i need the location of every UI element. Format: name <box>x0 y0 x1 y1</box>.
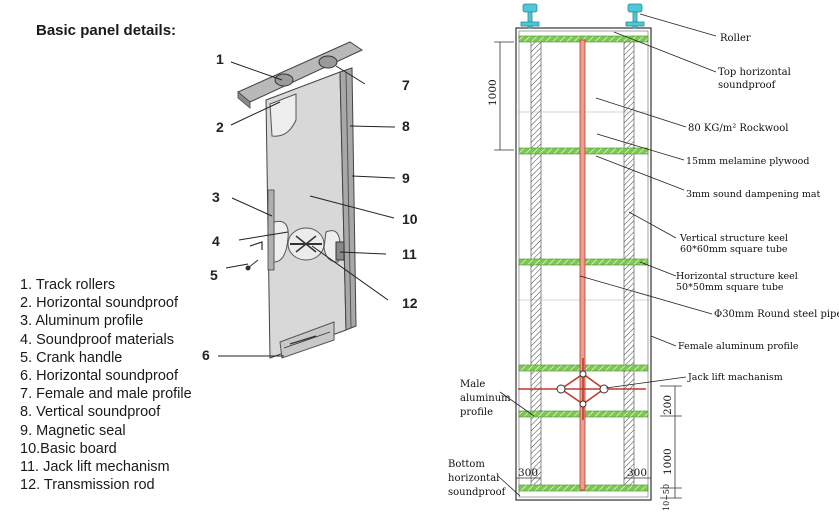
legend-item: 1. Track rollers <box>20 277 116 293</box>
aluminum-profile <box>267 189 275 271</box>
label-roller: Roller <box>720 33 751 44</box>
track-roller-1 <box>274 73 294 87</box>
legend-item: 10.Basic board <box>20 440 117 457</box>
legend-item: 8. Vertical soundproof <box>20 404 161 421</box>
label-bottom-soundproof: horizontal <box>448 473 499 484</box>
jack-lift-mechanism <box>518 358 646 420</box>
legend-item: 2. Horizontal soundproof <box>20 295 178 312</box>
callout-5: 5 <box>210 267 218 283</box>
panel-illustration: 1 2 3 4 5 6 7 8 9 10 11 12 <box>202 41 418 363</box>
legend-item: 4. Soundproof materials <box>20 331 174 348</box>
dim-base-gap: 10~50 <box>662 484 671 511</box>
parts-legend: 1. Track rollers 2. Horizontal soundproo… <box>20 276 192 494</box>
round-steel-pipe <box>579 39 586 491</box>
dim-bottom-height: 1000 <box>662 448 674 475</box>
callout-6: 6 <box>202 347 210 363</box>
label-horizontal-keel: 50*50mm square tube <box>676 282 784 293</box>
callout-4: 4 <box>212 233 220 249</box>
crank-handle <box>249 241 263 250</box>
label-bottom-soundproof: soundproof <box>448 487 507 498</box>
dim-right-width: 300 <box>627 467 647 479</box>
label-rockwool: 80 KG/m² Rockwool <box>688 123 788 134</box>
callout-10: 10 <box>402 211 418 227</box>
legend-item: 7. Female and male profile <box>20 386 192 403</box>
callout-1: 1 <box>216 51 224 67</box>
label-female-profile: Female aluminum profile <box>678 341 799 352</box>
label-male-profile: profile <box>460 407 493 418</box>
mid-cutout-left <box>273 220 289 263</box>
callout-3: 3 <box>212 189 220 205</box>
dim-left-width: 300 <box>518 467 538 479</box>
legend-item: 12. Transmission rod <box>20 477 155 494</box>
label-bottom-soundproof: Bottom <box>448 459 485 470</box>
top-cutout <box>269 93 297 137</box>
legend-item: 5. Crank handle <box>20 349 123 366</box>
panel-outline <box>515 27 652 501</box>
panel-details-title: Basic panel details: <box>36 22 177 39</box>
label-male-profile: aluminum <box>460 393 511 404</box>
label-top-soundproof: Top horizontal <box>718 67 791 78</box>
label-horizontal-keel: Horizontal structure keel <box>676 271 798 282</box>
label-plywood: 15mm melamine plywood <box>686 156 809 167</box>
track-rail-side <box>237 91 251 109</box>
legend-item: 6. Horizontal soundproof <box>20 367 178 384</box>
callout-11: 11 <box>402 246 417 262</box>
legend-item: 11. Jack lift mechanism <box>20 458 170 475</box>
legend-item: 9. Magnetic seal <box>20 422 126 439</box>
jack-lift-block <box>335 241 345 261</box>
callout-7: 7 <box>402 77 410 93</box>
callout-9: 9 <box>402 170 410 186</box>
label-vertical-keel: 60*60mm square tube <box>680 244 788 255</box>
roller-left <box>520 3 540 29</box>
dim-jack-height: 200 <box>662 395 674 415</box>
legend-item: 3. Aluminum profile <box>20 313 144 330</box>
label-dampening-mat: 3mm sound dampening mat <box>686 189 821 200</box>
label-male-profile: Male <box>460 379 485 390</box>
callout-8: 8 <box>402 118 410 134</box>
label-vertical-keel: Vertical structure keel <box>679 233 788 244</box>
label-jack-lift: Jack lift machanism <box>687 372 783 383</box>
technical-drawing: 1000 200 1000 10~50 300 300 Roller Top h… <box>448 3 839 511</box>
track-roller-2 <box>318 55 338 69</box>
callout-12: 12 <box>402 295 418 311</box>
label-top-soundproof: soundproof <box>718 80 777 91</box>
dim-top-height: 1000 <box>487 79 499 106</box>
label-steel-pipe: Φ30mm Round steel pipe <box>714 309 839 320</box>
roller-right <box>625 3 645 29</box>
callout-2: 2 <box>216 119 224 135</box>
